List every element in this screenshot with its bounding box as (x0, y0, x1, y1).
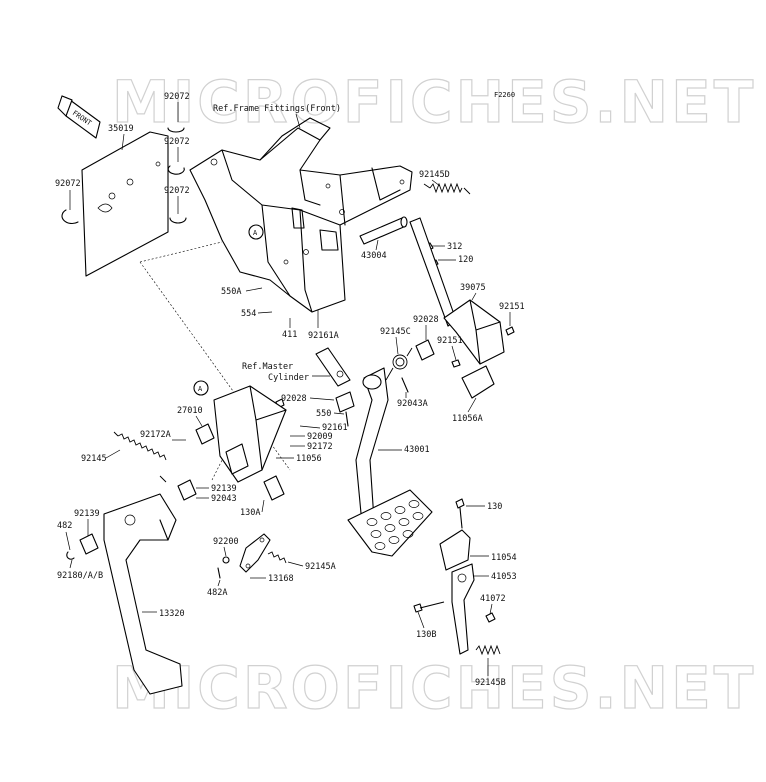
part-label: 92145D (419, 170, 450, 180)
front-arrow-icon: FRONT (57, 95, 101, 139)
nut-41072 (485, 612, 496, 623)
part-label: 11056A (452, 414, 483, 424)
watermark-bottom: MICROFICHES.NET (112, 654, 756, 722)
bolt-92151-a (505, 326, 515, 336)
part-label: 35019 (108, 124, 134, 134)
part-label: 482A (207, 588, 227, 598)
ref-master-cylinder-line2: Cylinder (268, 373, 309, 383)
part-label: 92072 (164, 92, 190, 102)
part-label: 92161 (322, 423, 348, 433)
shaft-43004 (359, 216, 408, 245)
collar-92028-left (335, 391, 355, 413)
part-label: 550A (221, 287, 241, 297)
spring-92145d (423, 182, 471, 195)
part-label: 92145C (380, 327, 411, 337)
pin-482a (217, 567, 221, 579)
part-label: 92145A (305, 562, 336, 572)
part-label: 92145 (81, 454, 107, 464)
pin-92043a (401, 377, 409, 393)
brake-pedal-43001 (347, 367, 433, 557)
part-label: 92180/A/B (57, 571, 103, 581)
part-label: 92145B (475, 678, 506, 688)
leader-line (295, 113, 301, 129)
switch-27010 (195, 423, 215, 445)
svg-text:A: A (198, 385, 203, 393)
clutch-pedal-13320 (103, 493, 183, 695)
part-label: 92161A (308, 331, 339, 341)
bracket-11054 (439, 498, 471, 571)
part-label: 41053 (491, 572, 517, 582)
part-label: 92139 (74, 509, 100, 519)
bracket-11056a (461, 365, 495, 399)
spring-92145 (113, 431, 167, 483)
part-label: 11054 (491, 553, 517, 563)
frame-bracket (189, 117, 413, 313)
part-label: 120 (458, 255, 473, 265)
part-label: 27010 (177, 406, 203, 416)
pedal-pad-holes (366, 500, 424, 550)
part-label: 41072 (480, 594, 506, 604)
guide-line (139, 241, 223, 263)
bolt-92151-b (451, 359, 461, 368)
part-label: 92200 (213, 537, 239, 547)
washer-92200 (222, 556, 230, 564)
callout-a-bottom: A (193, 380, 209, 396)
part-label: 92151 (437, 336, 463, 346)
part-label: 130A (240, 508, 260, 518)
part-label: 554 (241, 309, 256, 319)
part-label: 43001 (404, 445, 430, 455)
master-cylinder-clevis (315, 347, 351, 387)
lever-41053 (451, 563, 475, 655)
part-label: 92072 (55, 179, 81, 189)
part-label: 92151 (499, 302, 525, 312)
figure-code: F2260 (494, 91, 515, 99)
part-label: 39075 (460, 283, 486, 293)
link-13168 (239, 533, 271, 573)
part-label: 92139 (211, 484, 237, 494)
part-label: 411 (282, 330, 297, 340)
svg-text:A: A (253, 229, 258, 237)
collar-92139-b (79, 533, 99, 555)
bracket-11056 (213, 385, 287, 501)
part-label: 130B (416, 630, 436, 640)
arm-39075 (409, 217, 505, 365)
part-label: 11056 (296, 454, 322, 464)
spring-92145c (385, 347, 413, 381)
part-label: 312 (447, 242, 462, 252)
clip-92072-icons (61, 127, 187, 224)
collar-92139-a (177, 479, 197, 501)
pin-550 (345, 411, 349, 427)
part-label: 43004 (361, 251, 387, 261)
bolt-130b (413, 601, 445, 613)
part-label: 92009 (307, 432, 333, 442)
part-label: 130 (487, 502, 502, 512)
part-label: 92043A (397, 399, 428, 409)
cover-plate-35019 (81, 131, 169, 277)
part-labels: 92072 92072 92072 92072 35019 92145D 312… (55, 92, 525, 688)
watermark-top: MICROFICHES.NET (112, 68, 756, 136)
part-label: 92043 (211, 494, 237, 504)
part-label: 550 (316, 409, 331, 419)
part-label: 92172A (140, 430, 171, 440)
part-label: 482 (57, 521, 72, 531)
clip-482 (66, 551, 75, 560)
spring-92145b (475, 644, 501, 656)
part-label: 92072 (164, 186, 190, 196)
part-label: 13168 (268, 574, 294, 584)
callout-a-top: A (248, 224, 264, 240)
part-label: 92172 (307, 442, 333, 452)
part-label: 13320 (159, 609, 185, 619)
ref-frame-fittings: Ref.Frame Fittings(Front) (213, 104, 341, 114)
collar-92028-right (415, 339, 435, 361)
part-label: 92028 (281, 394, 307, 404)
spring-92145a (267, 551, 287, 564)
part-label: 92028 (413, 315, 439, 325)
part-label: 92072 (164, 137, 190, 147)
ref-master-cylinder-line1: Ref.Master (242, 362, 293, 372)
